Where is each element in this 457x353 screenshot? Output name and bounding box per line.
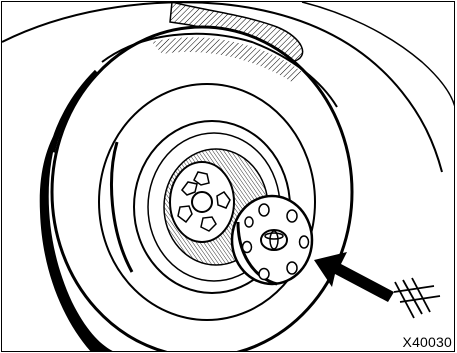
- direction-arrow: [314, 252, 394, 302]
- motion-marks: [394, 278, 440, 318]
- figure-code: X40030: [401, 335, 452, 349]
- wheel-hub: [170, 162, 234, 242]
- hub-cap: [232, 196, 312, 284]
